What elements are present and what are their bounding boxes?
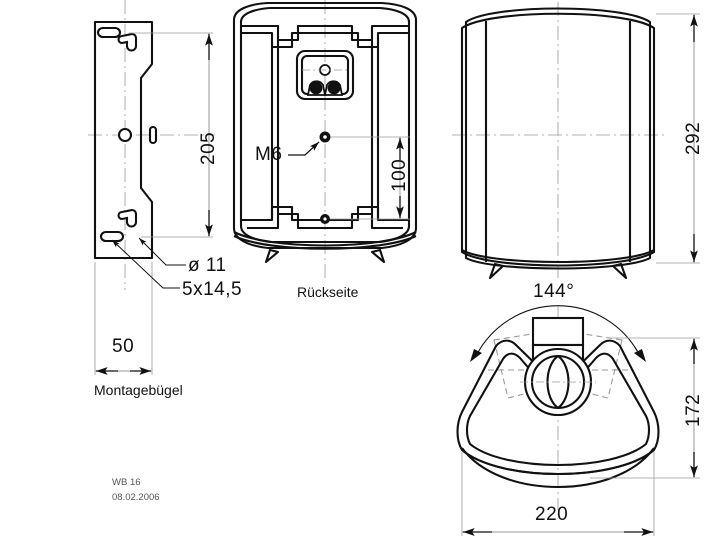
label-angle-144: 144°	[533, 281, 575, 302]
dim-50	[94, 262, 153, 375]
dim-label-292: 292	[683, 121, 704, 155]
dim-292	[656, 13, 700, 264]
callout-diameter-11: ø 11	[188, 255, 227, 276]
dim-label-172: 172	[683, 393, 704, 427]
leaders-bracket	[111, 237, 186, 289]
callout-m6: M6	[255, 144, 283, 165]
view-plan	[456, 339, 660, 489]
dim-label-100: 100	[389, 158, 410, 192]
callout-slot-5x14-5: 5x14,5	[182, 279, 243, 300]
leader-m6	[288, 141, 320, 156]
bracket-keyhole-top	[96, 26, 138, 52]
title-block-date: 08.02.2006	[112, 492, 160, 503]
view-label-rueckseite: Rückseite	[297, 284, 359, 300]
dim-label-220: 220	[535, 504, 569, 525]
view-label-montagebuegel: Montagebügel	[94, 382, 183, 398]
layer-centerlines	[88, 0, 668, 510]
dim-220	[461, 452, 655, 536]
dim-100	[330, 136, 410, 220]
bracket-centerhole	[117, 125, 158, 145]
dim-label-50: 50	[112, 336, 135, 357]
bracket-keyhole-bottom	[100, 208, 138, 243]
dim-205	[129, 32, 213, 238]
view-side	[460, 7, 656, 280]
terminal-block	[306, 64, 344, 96]
dim-label-205: 205	[198, 131, 219, 165]
view-bracket	[93, 20, 154, 260]
view-plan-swivel-arc	[470, 305, 646, 362]
dim-172	[590, 337, 700, 479]
rear-thread-holes	[319, 131, 331, 224]
title-block-model: WB 16	[112, 477, 141, 488]
